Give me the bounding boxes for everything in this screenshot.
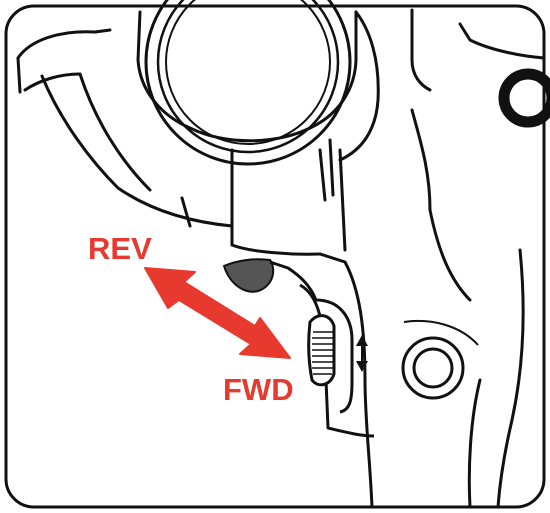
- side-ring: [498, 68, 550, 128]
- label-reverse: REV: [88, 231, 152, 266]
- side-button: [401, 319, 479, 400]
- frame-border: [4, 4, 546, 509]
- label-forward: FWD: [223, 372, 294, 407]
- trigger-paddle: [222, 258, 275, 293]
- tool-body: [16, 8, 546, 509]
- double-headed-arrow-icon: [144, 267, 291, 359]
- up-down-triangle-icon: [356, 335, 368, 372]
- motor-housing-ring: [144, 0, 352, 166]
- reversing-switch-knob[interactable]: [307, 314, 336, 387]
